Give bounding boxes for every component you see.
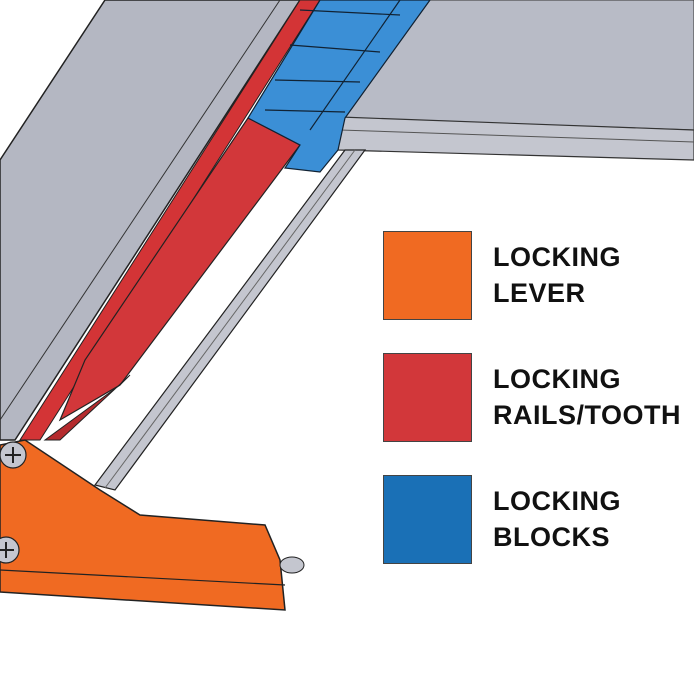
locking-rail (19, 0, 321, 441)
locking-blocks (247, 0, 431, 173)
arm-groove (339, 129, 694, 143)
screw-icon (0, 536, 20, 564)
locking-lever (0, 439, 286, 611)
legend-swatch-orange (383, 231, 472, 320)
legend-swatch-blue (383, 475, 472, 564)
lower-rail (93, 149, 367, 491)
legend-swatch-red (383, 353, 472, 442)
screw-icon (0, 441, 27, 469)
block-separators (264, 0, 401, 131)
lever-edge (0, 569, 286, 586)
lever-pin (279, 556, 305, 574)
panel-edge-line (0, 0, 281, 421)
rail-groove (104, 149, 356, 489)
tooth-shadow (43, 374, 131, 441)
main-panel (0, 0, 301, 441)
